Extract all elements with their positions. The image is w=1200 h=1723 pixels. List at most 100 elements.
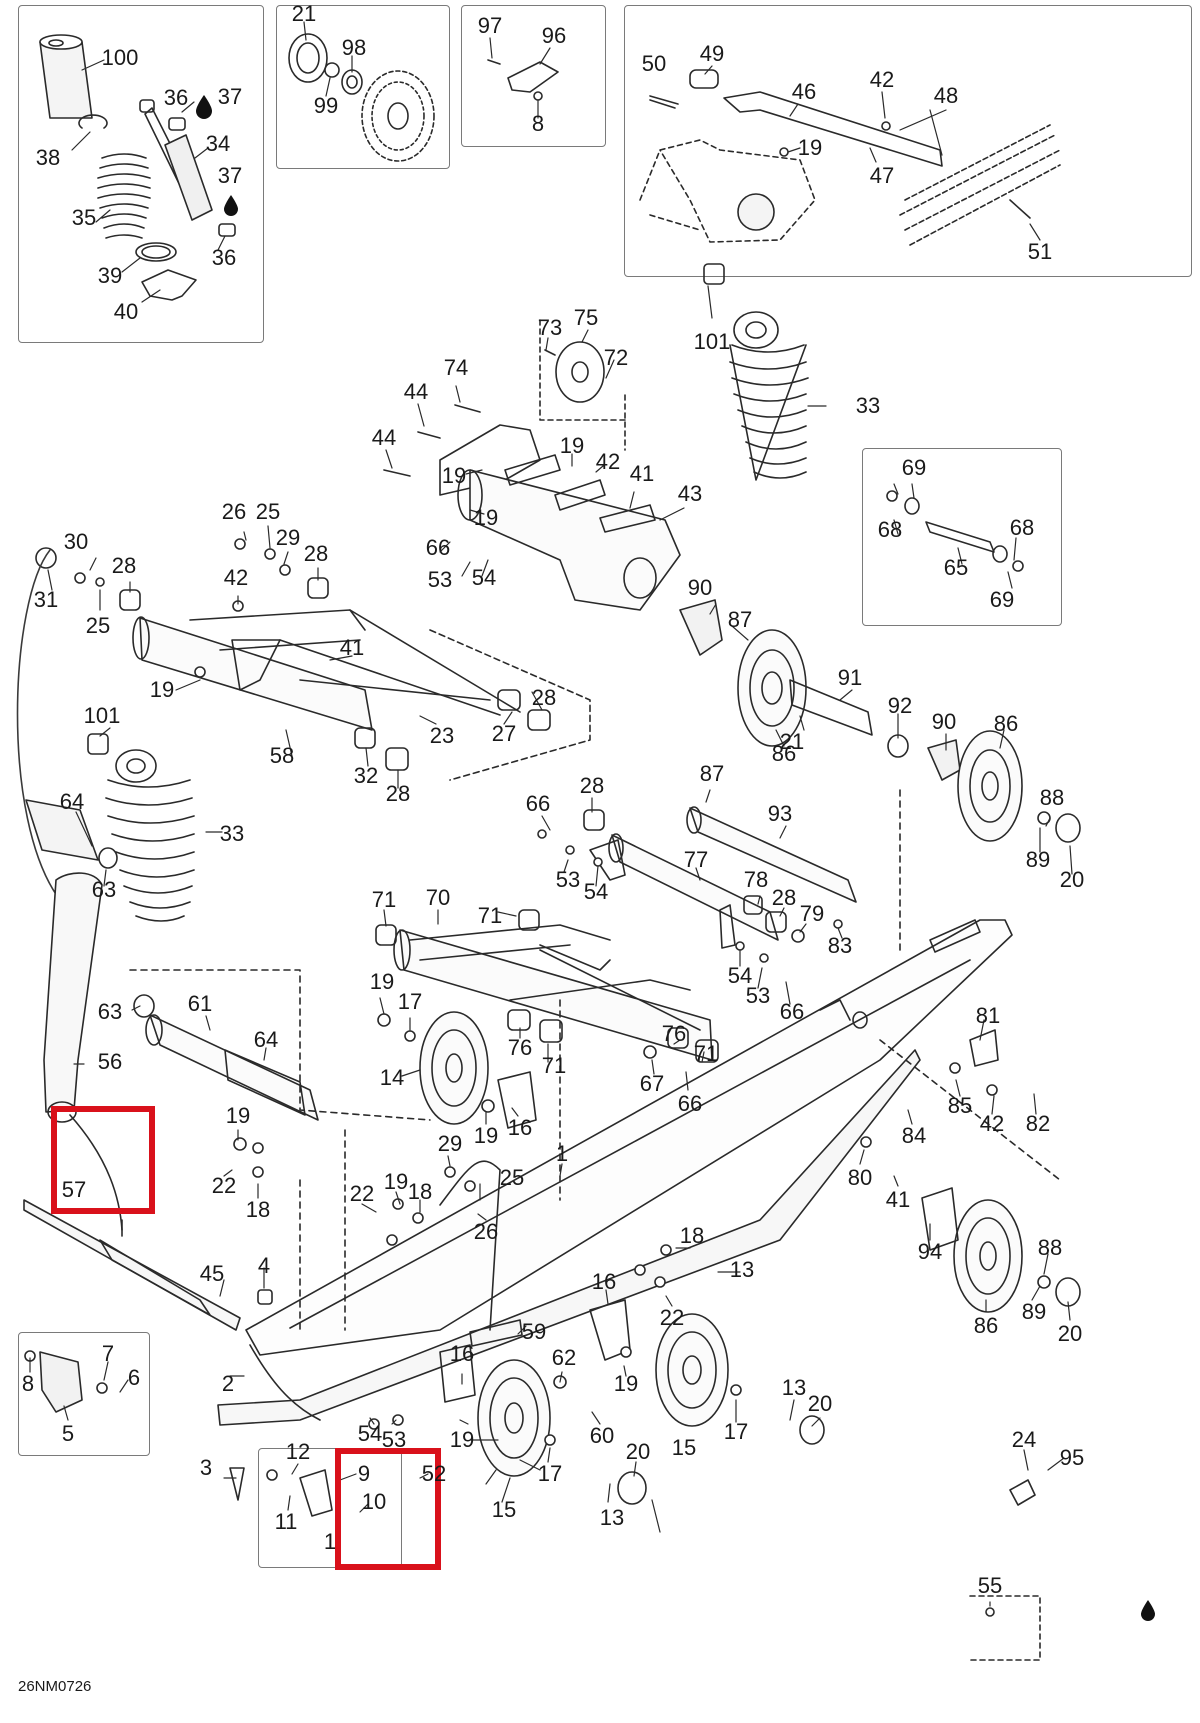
callout-part-41[interactable]: 41 (885, 1187, 911, 1212)
callout-part-42[interactable]: 42 (869, 67, 895, 92)
callout-part-40[interactable]: 40 (113, 299, 139, 324)
callout-part-19[interactable]: 19 (225, 1103, 251, 1128)
callout-part-19[interactable]: 19 (613, 1371, 639, 1396)
callout-part-22[interactable]: 22 (349, 1181, 375, 1206)
callout-part-19[interactable]: 19 (149, 677, 175, 702)
callout-part-89[interactable]: 89 (1021, 1299, 1047, 1324)
callout-part-17[interactable]: 17 (537, 1461, 563, 1486)
callout-part-47[interactable]: 47 (869, 163, 895, 188)
callout-part-22[interactable]: 22 (659, 1305, 685, 1330)
callout-part-9[interactable]: 9 (357, 1461, 371, 1486)
callout-part-3[interactable]: 3 (199, 1455, 213, 1480)
callout-part-28[interactable]: 28 (771, 885, 797, 910)
callout-part-6[interactable]: 6 (127, 1365, 141, 1390)
callout-part-97[interactable]: 97 (477, 13, 503, 38)
callout-part-68[interactable]: 68 (877, 517, 903, 542)
callout-part-57[interactable]: 57 (61, 1177, 87, 1202)
callout-part-71[interactable]: 71 (693, 1041, 719, 1066)
callout-part-18[interactable]: 18 (407, 1179, 433, 1204)
callout-part-13[interactable]: 13 (599, 1505, 625, 1530)
callout-part-7[interactable]: 7 (101, 1341, 115, 1366)
callout-part-43[interactable]: 43 (677, 481, 703, 506)
callout-part-21[interactable]: 21 (779, 729, 805, 754)
callout-part-66[interactable]: 66 (677, 1091, 703, 1116)
callout-part-20[interactable]: 20 (1057, 1321, 1083, 1346)
callout-part-98[interactable]: 98 (341, 35, 367, 60)
callout-part-96[interactable]: 96 (541, 23, 567, 48)
callout-part-81[interactable]: 81 (975, 1003, 1001, 1028)
callout-part-17[interactable]: 17 (397, 989, 423, 1014)
callout-part-34[interactable]: 34 (205, 131, 231, 156)
callout-part-49[interactable]: 49 (699, 41, 725, 66)
callout-part-13[interactable]: 13 (781, 1375, 807, 1400)
callout-part-93[interactable]: 93 (767, 801, 793, 826)
callout-part-84[interactable]: 84 (901, 1123, 927, 1148)
callout-part-55[interactable]: 55 (977, 1573, 1003, 1598)
callout-part-25[interactable]: 25 (499, 1165, 525, 1190)
callout-part-95[interactable]: 95 (1059, 1445, 1085, 1470)
callout-part-36[interactable]: 36 (163, 85, 189, 110)
callout-part-32[interactable]: 32 (353, 763, 379, 788)
callout-part-1[interactable]: 1 (323, 1529, 337, 1554)
callout-part-19[interactable]: 19 (441, 463, 467, 488)
callout-part-66[interactable]: 66 (779, 999, 805, 1024)
callout-part-18[interactable]: 18 (245, 1197, 271, 1222)
callout-part-54[interactable]: 54 (727, 963, 753, 988)
callout-part-29[interactable]: 29 (437, 1131, 463, 1156)
callout-part-63[interactable]: 63 (97, 999, 123, 1024)
callout-part-76[interactable]: 76 (507, 1035, 533, 1060)
callout-part-14[interactable]: 14 (379, 1065, 405, 1090)
callout-part-11[interactable]: 11 (274, 1509, 298, 1534)
callout-part-88[interactable]: 88 (1037, 1235, 1063, 1260)
callout-part-25[interactable]: 25 (255, 499, 281, 524)
callout-part-77[interactable]: 77 (683, 847, 709, 872)
callout-part-16[interactable]: 16 (591, 1269, 617, 1294)
callout-part-44[interactable]: 44 (371, 425, 397, 450)
callout-part-25[interactable]: 25 (85, 613, 111, 638)
callout-part-28[interactable]: 28 (303, 541, 329, 566)
callout-part-53[interactable]: 53 (555, 867, 581, 892)
callout-part-35[interactable]: 35 (71, 205, 97, 230)
callout-part-65[interactable]: 65 (943, 555, 969, 580)
callout-part-45[interactable]: 45 (199, 1261, 225, 1286)
callout-part-31[interactable]: 31 (33, 587, 59, 612)
callout-part-86[interactable]: 86 (973, 1313, 999, 1338)
callout-part-71[interactable]: 71 (541, 1053, 567, 1078)
callout-part-74[interactable]: 74 (443, 355, 469, 380)
callout-part-83[interactable]: 83 (827, 933, 853, 958)
callout-part-19[interactable]: 19 (449, 1427, 475, 1452)
callout-part-86[interactable]: 86 (771, 741, 797, 766)
callout-part-46[interactable]: 46 (791, 79, 817, 104)
callout-part-52[interactable]: 52 (421, 1461, 447, 1486)
callout-part-16[interactable]: 16 (507, 1115, 533, 1140)
callout-part-69[interactable]: 69 (989, 587, 1015, 612)
callout-part-28[interactable]: 28 (111, 553, 137, 578)
callout-part-29[interactable]: 29 (275, 525, 301, 550)
callout-part-23[interactable]: 23 (429, 723, 455, 748)
callout-part-53[interactable]: 53 (427, 567, 453, 592)
callout-part-19[interactable]: 19 (383, 1169, 409, 1194)
callout-part-86[interactable]: 86 (993, 711, 1019, 736)
callout-part-27[interactable]: 27 (491, 721, 517, 746)
callout-part-66[interactable]: 66 (425, 535, 451, 560)
callout-part-61[interactable]: 61 (187, 991, 213, 1016)
callout-part-28[interactable]: 28 (531, 685, 557, 710)
callout-part-13[interactable]: 13 (729, 1257, 755, 1282)
callout-part-26[interactable]: 26 (473, 1219, 499, 1244)
callout-part-44[interactable]: 44 (403, 379, 429, 404)
callout-part-60[interactable]: 60 (589, 1423, 615, 1448)
callout-part-58[interactable]: 58 (269, 743, 295, 768)
callout-part-76[interactable]: 76 (661, 1021, 687, 1046)
callout-part-41[interactable]: 41 (629, 461, 655, 486)
callout-part-71[interactable]: 71 (477, 903, 503, 928)
callout-part-62[interactable]: 62 (551, 1345, 577, 1370)
callout-part-10[interactable]: 10 (361, 1489, 387, 1514)
callout-part-37[interactable]: 37 (217, 163, 243, 188)
callout-part-64[interactable]: 64 (59, 789, 85, 814)
callout-part-5[interactable]: 5 (61, 1421, 75, 1446)
callout-part-41[interactable]: 41 (339, 635, 365, 660)
callout-part-70[interactable]: 70 (425, 885, 451, 910)
callout-part-8[interactable]: 8 (21, 1371, 35, 1396)
callout-part-63[interactable]: 63 (91, 877, 117, 902)
callout-part-37[interactable]: 37 (217, 84, 243, 109)
